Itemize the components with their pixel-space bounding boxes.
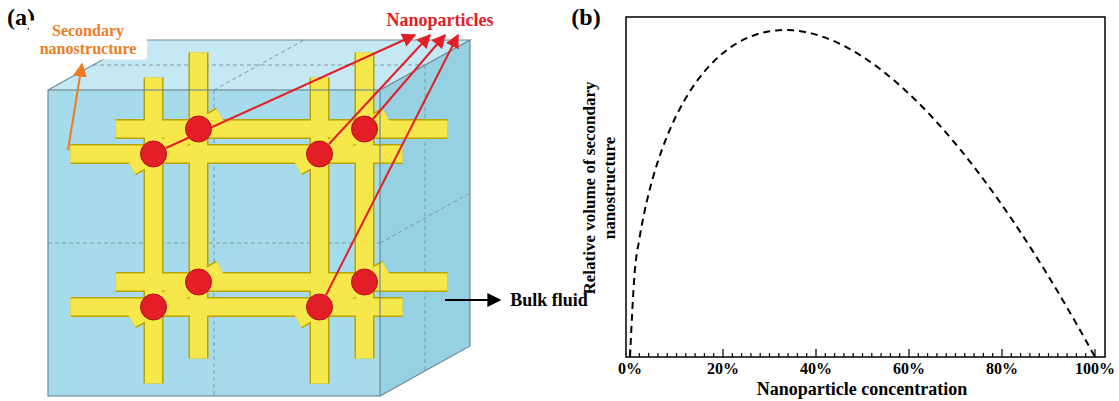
tick-label: 80% (986, 360, 1018, 378)
tick-label: 60% (893, 360, 925, 378)
tick-label: 100% (1075, 360, 1115, 378)
part-label: Nanoparticles (387, 10, 494, 31)
part-label: Bulk fluid (510, 290, 588, 311)
axis-title: Nanoparticle concentration (757, 379, 967, 400)
cylinder-outlines (71, 53, 448, 384)
leader-arrow (445, 299, 500, 301)
cube-right-face (380, 40, 470, 396)
part-label: Secondary nanostructure (29, 21, 147, 60)
fluid-cube (48, 40, 470, 396)
cube-edges (48, 40, 470, 396)
panel-label: (b) (571, 4, 600, 32)
plot-frame (626, 17, 1105, 357)
tick-label: 20% (707, 360, 739, 378)
tick-label: 40% (800, 360, 832, 378)
nanoparticle-spheres (141, 116, 378, 320)
leader-arrow (68, 64, 82, 150)
axis-title: Relative volume of secondary nanostructu… (580, 81, 619, 296)
axis-ticks (630, 349, 1095, 357)
trend-curve (630, 30, 1095, 357)
cube-dividers (48, 40, 470, 396)
tick-label: 0% (618, 360, 642, 378)
leader-arrows (166, 35, 458, 295)
secondary-nanostructure-cylinders (71, 53, 448, 384)
